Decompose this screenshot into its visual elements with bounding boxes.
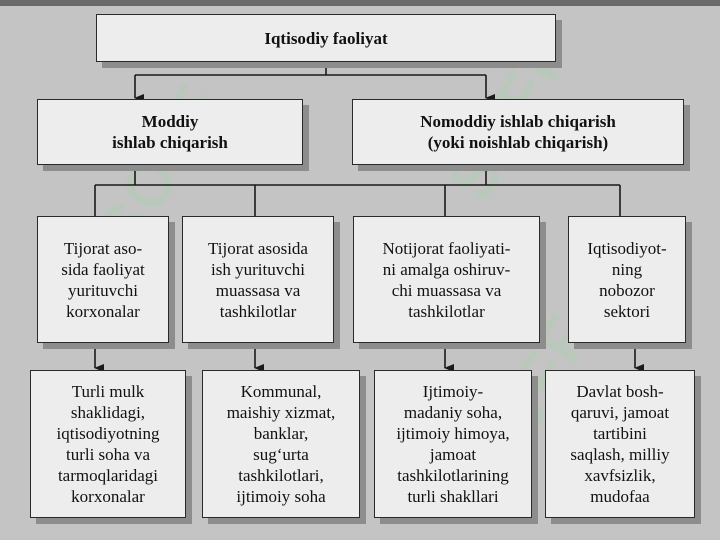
node-notijorat: Notijorat faoliyati- ni amalga oshiruv- … [353,216,540,343]
node-tijorat-korxonalar: Tijorat aso- sida faoliyat yurituvchi ko… [37,216,169,343]
top-border [0,0,720,6]
root-node: Iqtisodiy faoliyat [96,14,556,62]
node-nobozor-sektori: Iqtisodiyot- ning nobozor sektori [568,216,686,343]
node-nomoddiy: Nomoddiy ishlab chiqarish (yoki noishlab… [352,99,684,165]
node-davlat-boshqaruvi: Davlat bosh- qaruvi, jamoat tartibini sa… [545,370,695,518]
node-ijtimoiy-madaniy: Ijtimoiy- madaniy soha, ijtimoiy himoya,… [374,370,532,518]
node-tijorat-muassasa: Tijorat asosida ish yurituvchi muassasa … [182,216,334,343]
node-turli-mulk: Turli mulk shaklidagi, iqtisodiyotning t… [30,370,186,518]
node-kommunal: Kommunal, maishiy xizmat, banklar, sug‘u… [202,370,360,518]
node-moddiy: Moddiy ishlab chiqarish [37,99,303,165]
